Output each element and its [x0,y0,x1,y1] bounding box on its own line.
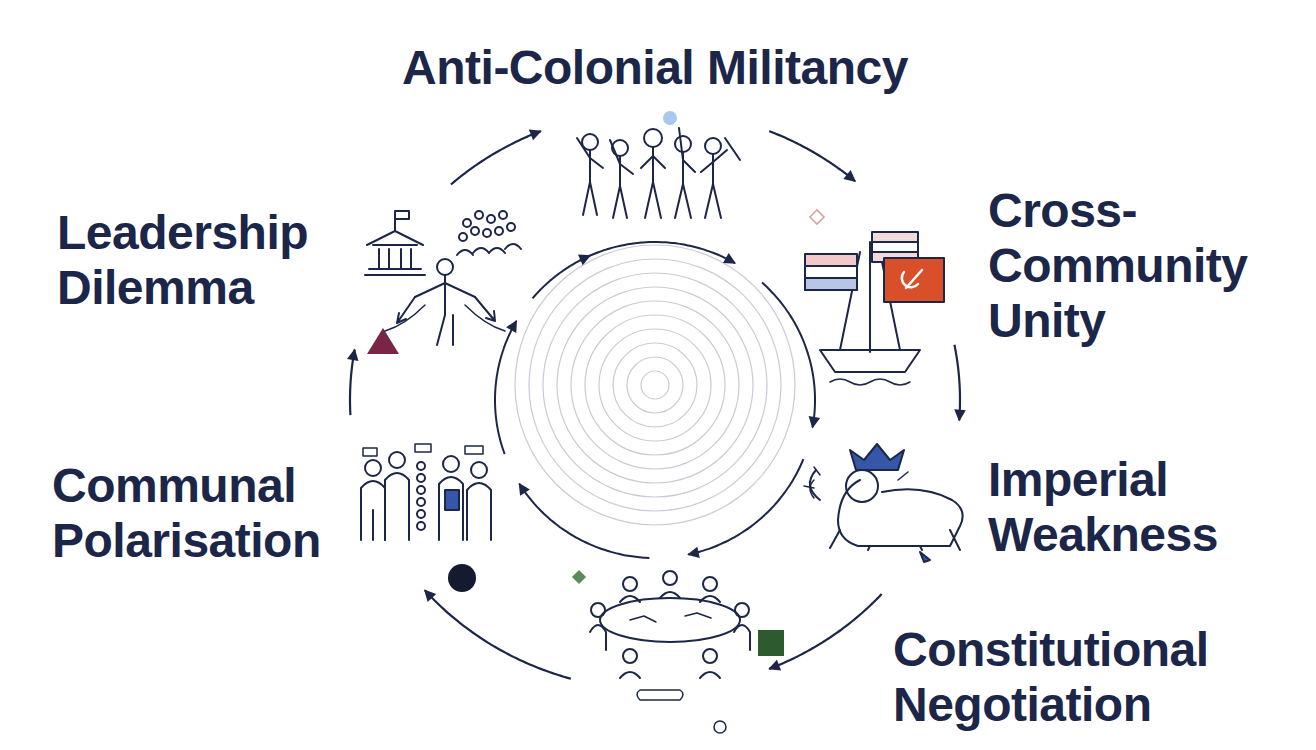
cycle-arrow [954,345,960,421]
stage-title: Imperial Weakness [988,452,1298,562]
stage-label: Cross-Community Unity [988,183,1298,349]
center-ring [557,287,753,483]
round-table-icon [590,571,750,700]
stage-title: Constitutional Negotiation [893,622,1273,732]
cycle-arrow [451,131,541,184]
stage-label: Constitutional Negotiation [893,622,1273,732]
lion-crown-icon [804,444,963,562]
stage-label: Leadership Dilemma [57,205,347,315]
accent-diamond [572,570,586,584]
accent-diamond [810,210,824,224]
center-ring [543,273,767,497]
accent-square [758,630,784,656]
accent-circle [448,564,476,592]
inner-arrow [519,484,649,558]
accent-dot [663,111,677,125]
cycle-arrow [769,131,855,181]
accent-ring [714,721,726,733]
divided-crowd-icon [361,444,491,540]
stage-label: Anti-Colonial Militancy [402,40,908,95]
center-ring [529,259,781,511]
center-ring [627,357,683,413]
stage-label: Imperial Weakness [988,452,1298,562]
inner-arrow [532,256,589,299]
center-ring [599,329,711,441]
center-ring [515,245,795,525]
cycle-arrow [425,590,571,679]
inner-arrows [495,242,815,558]
center-ring [571,301,739,469]
stage-title: Leadership Dilemma [57,205,347,315]
stage-title: Communal Polarisation [52,458,352,568]
inner-arrow [762,283,815,428]
inner-arrow [580,242,735,263]
stage-label: Communal Polarisation [52,458,352,568]
cycle-arrow [769,594,881,669]
crowd-icon [577,128,740,218]
stage-title: Cross-Community Unity [988,183,1298,349]
center-rings [515,245,795,525]
cycle-arrow [350,350,355,416]
center-ring [613,343,697,427]
leadership-icon [365,211,521,345]
inner-arrow [688,459,803,554]
center-ring [585,315,725,455]
inner-arrow [495,321,516,454]
flags-ship-icon [805,232,944,385]
accent-triangle [367,328,399,354]
center-ring [641,371,669,399]
stage-title: Anti-Colonial Militancy [402,40,908,95]
